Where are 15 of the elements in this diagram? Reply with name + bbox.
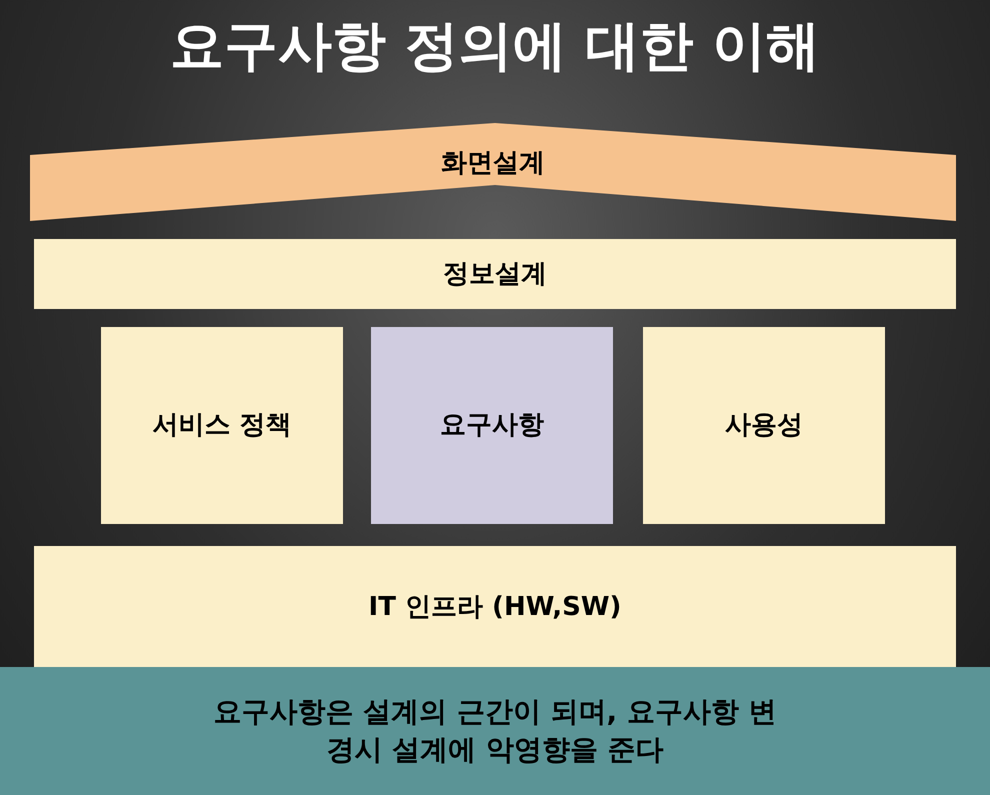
node-label: 정보설계 bbox=[443, 258, 547, 290]
pillar-box bbox=[101, 327, 343, 524]
node-label: IT 인프라 (HW,SW) bbox=[368, 590, 622, 624]
pillar-box bbox=[643, 327, 885, 524]
roof-band bbox=[30, 122, 956, 222]
note-band bbox=[0, 667, 990, 795]
pillar-box bbox=[371, 327, 613, 524]
foundation-band bbox=[34, 546, 956, 668]
node-label: 화면설계 bbox=[441, 147, 545, 180]
node-label: 요구사항은 설계의 근간이 되며, 요구사항 변경시 설계에 악영향을 준다 bbox=[212, 694, 778, 768]
node-label: 사용성 bbox=[725, 409, 803, 442]
layer-band bbox=[34, 239, 956, 309]
title: 요구사항 정의에 대한 이해 bbox=[168, 13, 822, 79]
node-label: 요구사항 bbox=[440, 409, 544, 442]
node-label: 서비스 정책 bbox=[152, 409, 292, 442]
